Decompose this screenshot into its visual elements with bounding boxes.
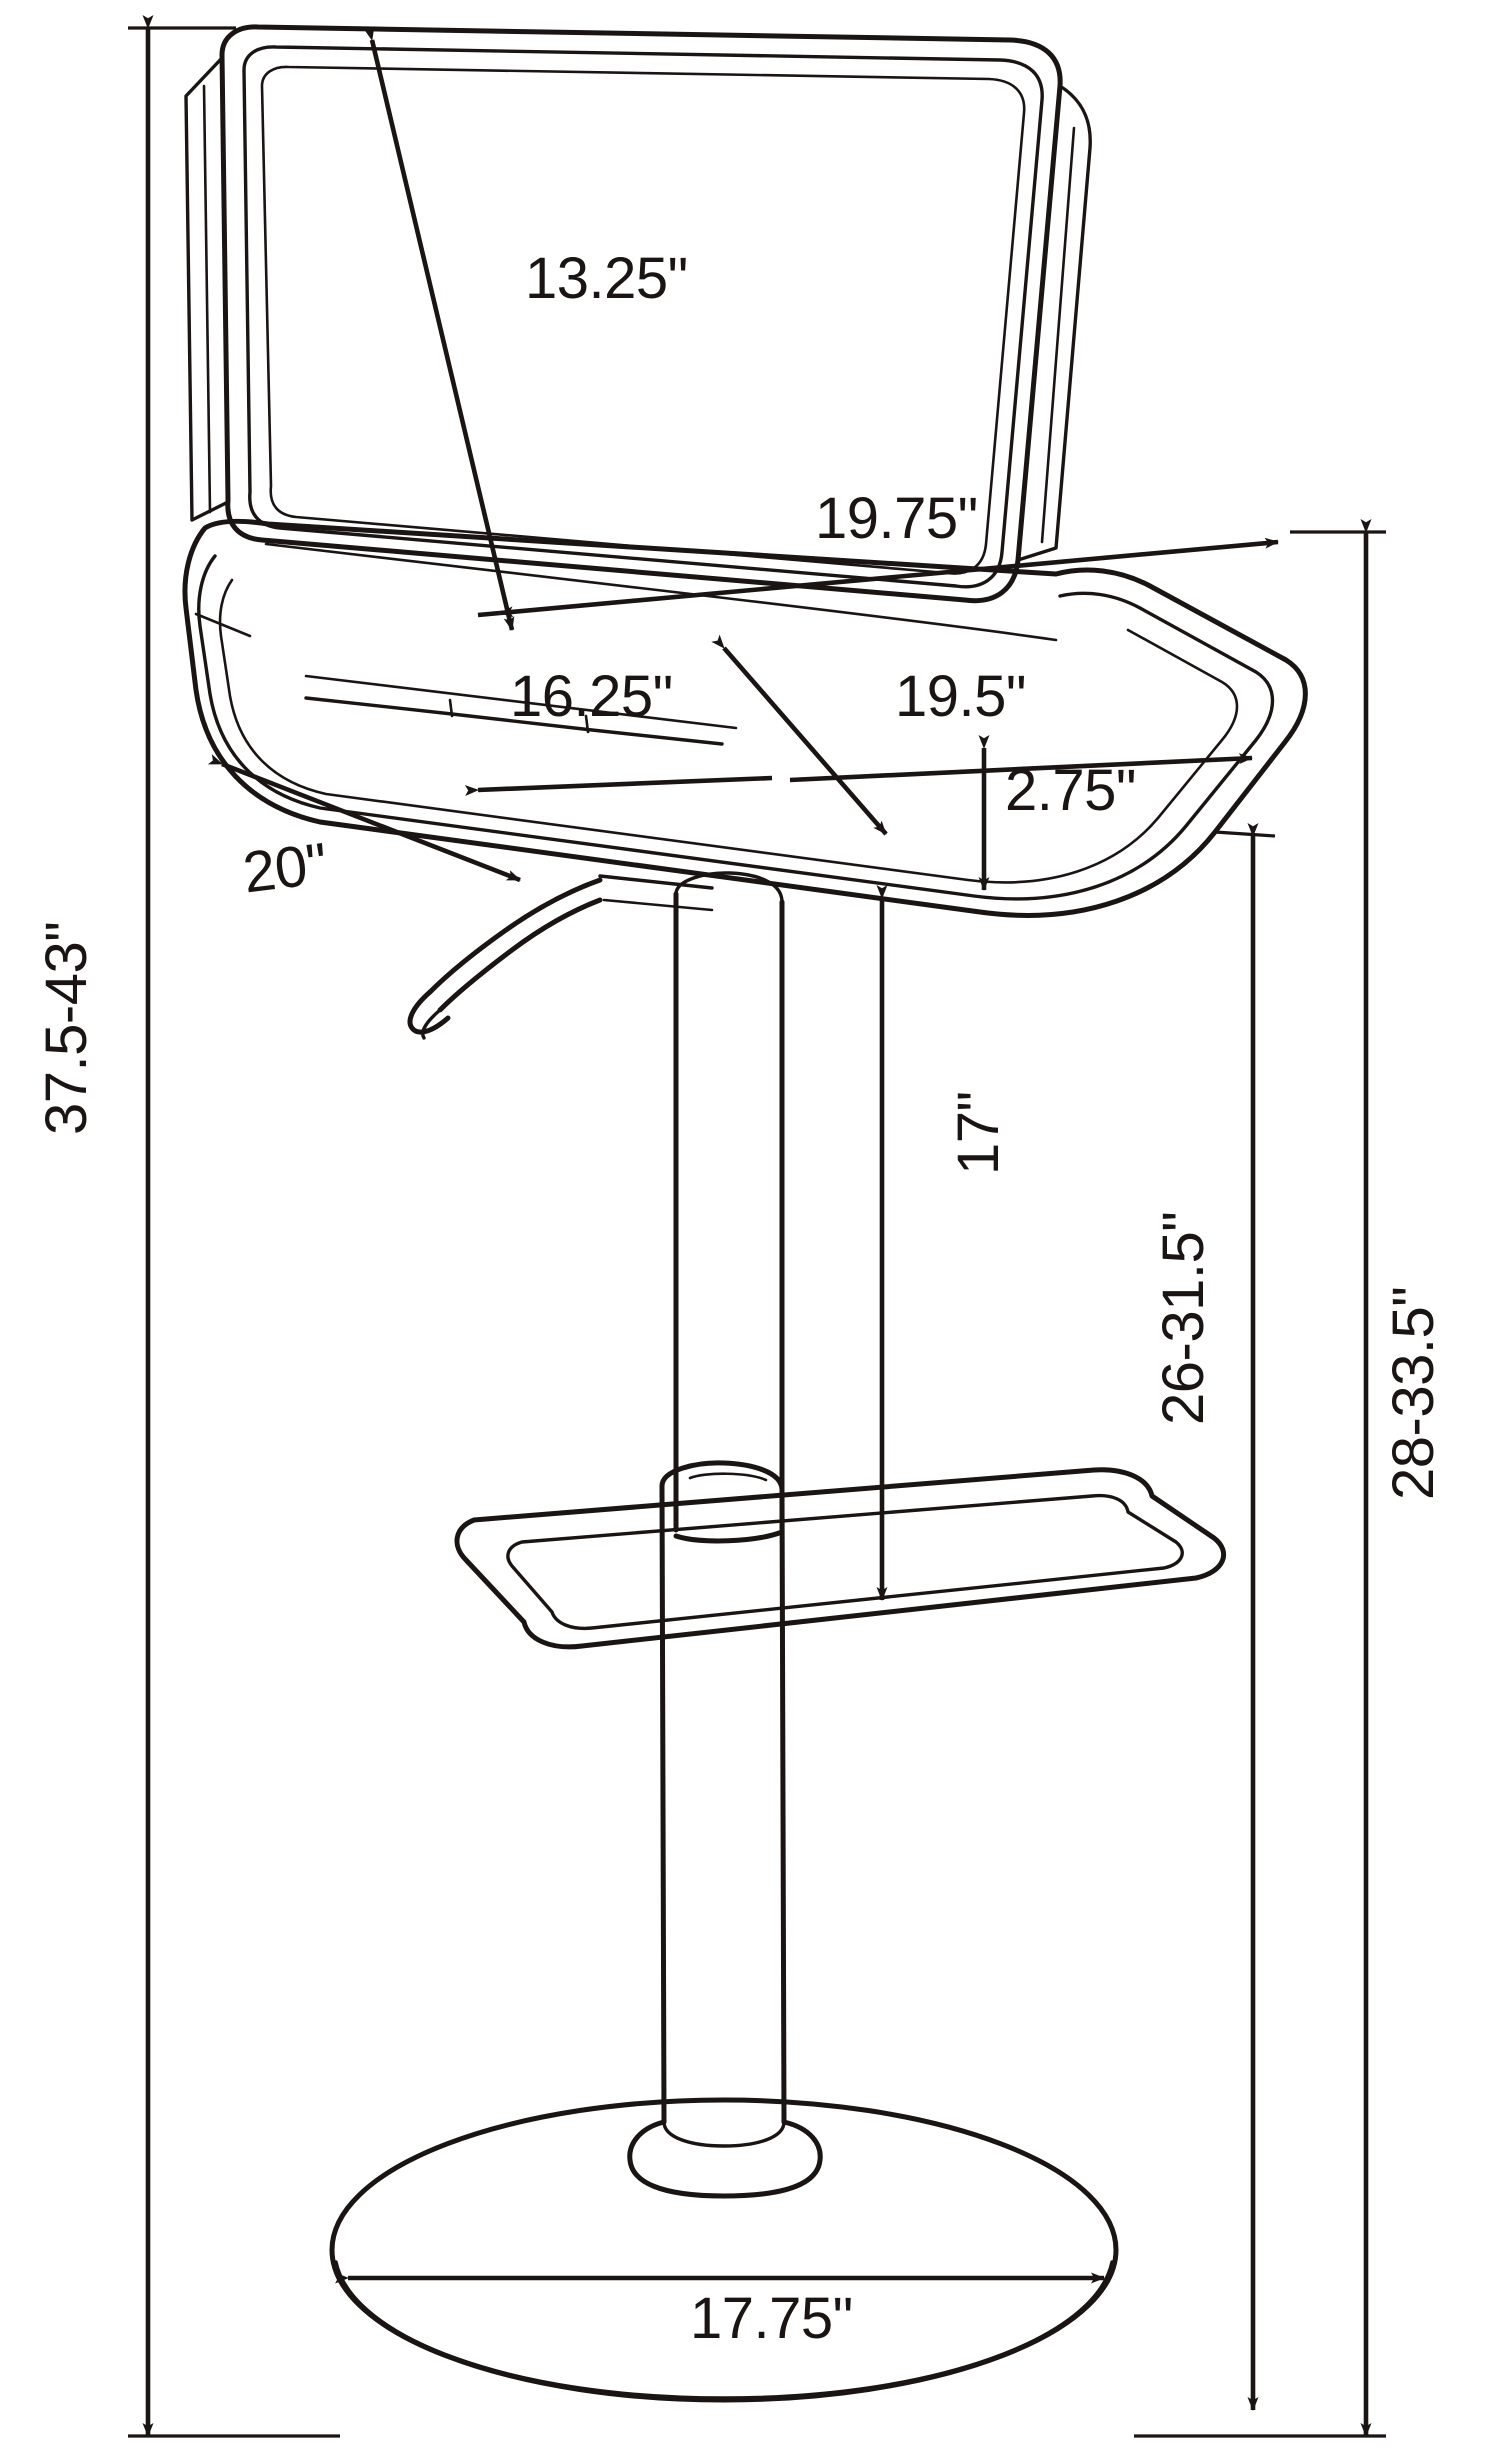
dimension-label-seat-width: 16.25" [510,664,673,729]
seat-back [184,24,1092,604]
dimension-label-total-height: 37.5-43" [34,921,99,1135]
dim-seat-width [464,775,773,797]
dimension-label-back-height-range: 28-33.5" [1381,1286,1446,1500]
dim-backrest-height [363,26,515,631]
dim-seat-height-range [1214,823,1276,2411]
dimension-label-seat-thickness: 2.75" [1005,758,1136,823]
dim-total-height [128,15,340,2438]
dimension-label-base-diameter: 17.75" [690,2286,853,2351]
pedestal-base [329,2097,1119,2403]
dim-back-height-range [1134,519,1386,2438]
dimension-label-seat-side-depth: 20" [239,830,331,906]
height-adjust-lever [407,874,714,1040]
dimension-label-backrest-height: 13.25" [525,246,688,311]
dim-seat-diagonal [711,634,888,836]
dim-overall-width [477,537,1279,618]
footrest [454,1467,1227,1650]
seat-cushion [182,518,1308,918]
dimension-label-footrest-height: 17" [946,1091,1011,1175]
dimension-label-overall-width: 19.75" [815,486,978,551]
gas-lift-column [659,871,787,2125]
dimension-label-seat-depth: 19.5" [895,664,1026,729]
dim-seat-side-depth [207,754,521,883]
dimension-label-seat-height-range: 26-31.5" [1151,1211,1216,1425]
